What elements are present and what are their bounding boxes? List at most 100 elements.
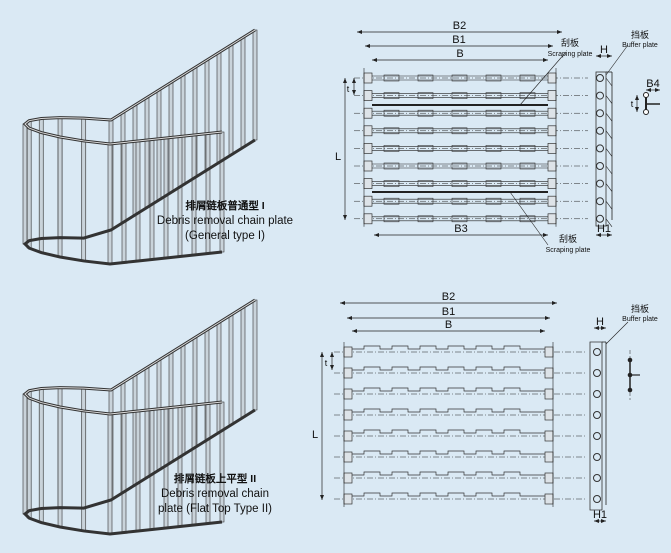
side-pin <box>593 495 601 503</box>
top-plan-plate-slot <box>519 127 536 135</box>
top-plan-chain-link-right <box>547 213 557 225</box>
bottom-plan-plate <box>352 429 545 434</box>
bottom-plan-chain-link-right <box>544 472 554 484</box>
top-plan-plate-slot <box>519 197 536 205</box>
bottom-plan-plate <box>352 366 545 371</box>
top-plan-chain-link-right <box>547 160 557 172</box>
buffer-plate-tooth <box>605 130 613 139</box>
buffer-plate-tooth <box>605 183 613 192</box>
buffer-plate-tooth <box>605 77 613 87</box>
side-pin <box>596 144 604 153</box>
chain-bottom-rail <box>22 138 256 266</box>
caption-type2-cn: 排屑链板上平型 II <box>173 473 257 485</box>
side-pin <box>596 162 604 170</box>
top-plan-plate-slot <box>519 74 536 82</box>
top-plan-chain-link-left <box>363 195 373 207</box>
dim-l-top-label: L <box>335 151 341 163</box>
bottom-plan-plate <box>352 492 545 497</box>
chain-slat <box>144 367 150 478</box>
chain-slat <box>252 299 258 411</box>
top-plan-plate-slot <box>383 145 400 152</box>
dim-b-bottom-label: B <box>445 319 452 331</box>
top-plan-plate-slot <box>519 92 536 99</box>
top-plan-plate-slot <box>451 145 468 152</box>
top-plan-chain-link-left <box>363 90 373 101</box>
dim-h1-bottom-arrows <box>594 519 606 523</box>
chain-slat <box>156 359 162 471</box>
top-plan-plate-slot <box>451 215 468 223</box>
callout-buffer-en-bottom: Buffer plate <box>622 316 658 323</box>
dim-l-bottom-label: L <box>312 429 318 441</box>
dim-h-top-label: H <box>600 44 608 56</box>
top-plan-chain-link-right <box>547 90 557 101</box>
bottom-plan-chain-link-left <box>343 346 353 358</box>
dim-t-top-arrows <box>352 78 356 95</box>
top-plan-plate-slot <box>451 180 468 187</box>
caption-type1-cn: 排屑链板普通型 I <box>185 200 265 212</box>
top-plan-plate-slot <box>451 197 468 205</box>
side-pin <box>593 453 601 461</box>
top-plan-chain-link-left <box>363 178 373 189</box>
top-plan-plate-slot <box>485 162 502 170</box>
top-plan-plate-slot <box>417 109 434 117</box>
chain-top-rail-highlight <box>24 299 256 415</box>
dim-h-bottom-arrows <box>594 326 606 330</box>
dim-b2-top-label: B2 <box>453 20 466 32</box>
chain-slat <box>26 127 32 249</box>
dim-t-bottom-arrows <box>330 352 334 370</box>
side-pin <box>593 369 601 377</box>
top-plan-plate-slot <box>383 197 400 205</box>
side-pin <box>593 390 601 398</box>
side-view-bottom <box>589 341 603 511</box>
top-plan-plate-slot <box>383 127 400 135</box>
top-plan-plate-slot <box>417 162 434 170</box>
top-plan-plate-slot <box>451 92 468 99</box>
top-plan-plate-slot <box>485 92 502 99</box>
dim-b2-bottom-label: B2 <box>442 291 455 303</box>
top-plan-plate-slot <box>485 109 502 117</box>
dim-b4-arrows <box>646 88 660 92</box>
top-plan-chain-link-right <box>547 178 557 189</box>
bottom-plan-plate <box>352 387 545 392</box>
bottom-plan-plate <box>352 471 545 476</box>
top-plan-plate-slot <box>485 215 502 223</box>
side-pin <box>596 91 604 100</box>
top-plan-plate-slot <box>451 109 468 117</box>
bottom-plan-chain-link-right <box>544 451 554 463</box>
callout-buffer-en-top: Buffer plate <box>622 42 658 49</box>
top-plan-chain-link-right <box>547 195 557 207</box>
top-plan-plate-slot <box>519 109 536 117</box>
caption-type1-sub: (General type I) <box>185 230 265 242</box>
chain-slat <box>121 142 127 263</box>
chain-slat <box>121 412 127 533</box>
chain-slat <box>22 123 28 245</box>
top-plan-plate-slot <box>485 197 502 205</box>
top-plan-plate-slot <box>417 215 434 223</box>
buffer-plate-tooth <box>605 148 613 157</box>
callout-scraping-cn-top: 刮板 <box>561 37 579 48</box>
bottom-plan-chain-link-left <box>343 409 353 421</box>
dim-h1-top-label: H1 <box>597 223 611 235</box>
bottom-plan-chain-link-left <box>343 451 353 463</box>
chain-slat <box>107 413 113 535</box>
top-plan-plate-slot <box>485 127 502 135</box>
bottom-plan-chain-link-right <box>544 409 554 421</box>
dim-t-detail-arrows <box>635 95 639 112</box>
top-plan-plate-slot <box>519 162 536 170</box>
top-plan-chain-link-right <box>547 143 557 154</box>
chain-slat <box>156 89 162 201</box>
side-pin <box>593 432 601 440</box>
top-plan-plate-slot <box>519 180 536 187</box>
side-pin <box>596 197 604 206</box>
chain-slat <box>81 410 87 532</box>
top-plan-plate-slot <box>451 127 468 135</box>
top-plan-chain-link-left <box>363 125 373 137</box>
top-plan-chain-link-left <box>363 107 373 119</box>
top-plan-plate-slot <box>417 180 434 187</box>
chain-slat <box>240 37 246 148</box>
side-view-top <box>595 71 607 227</box>
top-plan-chain-link-left <box>363 72 373 84</box>
bottom-plan-chain-link-left <box>343 430 353 442</box>
top-plan-plate-slot <box>485 74 502 82</box>
